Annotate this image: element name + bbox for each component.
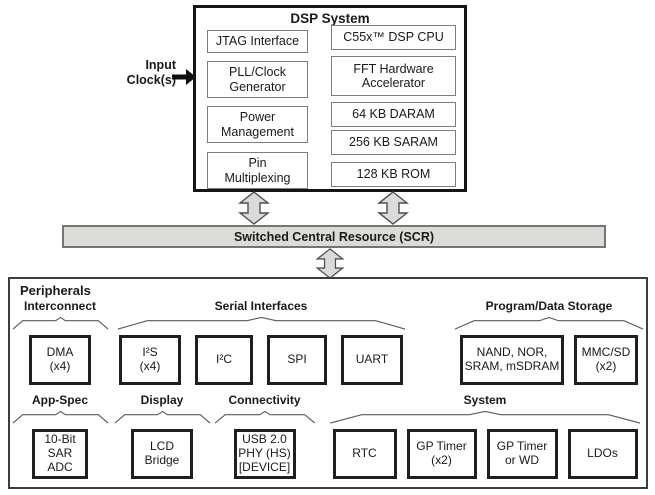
peripherals-title: Peripherals [20, 283, 91, 298]
brace-icon [453, 317, 645, 330]
dsp-left-column: JTAG Interface PLL/Clock Generator Power… [207, 8, 308, 189]
group-interconnect: Interconnect DMA (x4) [10, 299, 110, 385]
scr-label: Switched Central Resource (SCR) [233, 229, 435, 244]
group-system: System RTC GP Timer (x2) GP Timer or WD … [322, 393, 648, 479]
block-ldos: LDOs [567, 429, 638, 479]
block-uart: UART [341, 335, 403, 385]
bidirectional-arrow-icon [315, 248, 345, 279]
block-mmc-sd: MMC/SD (x2) [574, 335, 638, 385]
group-label-program-data-storage: Program/Data Storage [485, 299, 613, 313]
interconnect-blocks: DMA (x4) [29, 335, 91, 385]
block-dma: DMA (x4) [29, 335, 91, 385]
group-display: Display LCD Bridge [112, 393, 212, 479]
group-label-app-spec: App-Spec [31, 393, 88, 407]
block-pll-clock-generator: PLL/Clock Generator [207, 61, 308, 98]
scr-bar: Switched Central Resource (SCR) [62, 225, 606, 248]
dsp-system-title: DSP System [290, 11, 370, 26]
serial-interfaces-blocks: I²S (x4) I²C SPI UART [119, 335, 403, 385]
block-256kb-saram: 256 KB SARAM [331, 130, 456, 155]
group-label-interconnect: Interconnect [23, 299, 96, 313]
block-128kb-rom: 128 KB ROM [331, 162, 456, 187]
block-rtc: RTC [332, 429, 397, 479]
group-label-connectivity: Connectivity [228, 393, 301, 407]
group-program-data-storage: Program/Data Storage NAND, NOR, SRAM, mS… [450, 299, 648, 385]
display-blocks: LCD Bridge [131, 429, 193, 479]
dsp-system-box: DSP System JTAG Interface PLL/Clock Gene… [193, 5, 467, 192]
peripherals-box: Peripherals Interconnect DMA (x4) Serial… [8, 277, 648, 489]
bidirectional-arrow-icon [237, 191, 271, 225]
brace-icon [327, 411, 643, 424]
brace-icon [214, 411, 316, 424]
group-app-spec: App-Spec 10-Bit SAR ADC [10, 393, 110, 479]
group-connectivity: Connectivity USB 2.0 PHY (HS) [DEVICE] [212, 393, 317, 479]
dsp-right-column: C55x™ DSP CPU FFT Hardware Accelerator 6… [331, 8, 456, 189]
brace-icon [12, 317, 109, 330]
block-power-management: Power Management [207, 106, 308, 143]
brace-icon [115, 317, 408, 330]
group-label-system: System [463, 393, 507, 407]
block-sar-adc: 10-Bit SAR ADC [32, 429, 88, 479]
block-i2c: I²C [195, 335, 253, 385]
block-64kb-daram: 64 KB DARAM [331, 102, 456, 127]
block-spi: SPI [267, 335, 327, 385]
connectivity-blocks: USB 2.0 PHY (HS) [DEVICE] [233, 429, 296, 479]
input-clock-label: Input Clock(s) [126, 58, 176, 87]
group-label-serial-interfaces: Serial Interfaces [214, 299, 308, 313]
block-nand-nor-sram-msdram: NAND, NOR, SRAM, mSDRAM [460, 335, 564, 385]
block-i2s: I²S (x4) [119, 335, 181, 385]
input-arrow-icon [172, 69, 196, 85]
system-blocks: RTC GP Timer (x2) GP Timer or WD LDOs [332, 429, 638, 479]
block-jtag-interface: JTAG Interface [207, 30, 308, 53]
block-fft-hardware-accelerator: FFT Hardware Accelerator [331, 56, 456, 96]
brace-icon [12, 411, 109, 424]
bidirectional-arrow-icon [376, 191, 410, 225]
block-gp-timer-x2: GP Timer (x2) [406, 429, 477, 479]
program-data-storage-blocks: NAND, NOR, SRAM, mSDRAM MMC/SD (x2) [460, 335, 638, 385]
block-usb-phy: USB 2.0 PHY (HS) [DEVICE] [233, 429, 296, 479]
brace-icon [114, 411, 211, 424]
app-spec-blocks: 10-Bit SAR ADC [32, 429, 88, 479]
group-label-display: Display [140, 393, 184, 407]
block-pin-multiplexing: Pin Multiplexing [207, 152, 308, 189]
block-c55x-dsp-cpu: C55x™ DSP CPU [331, 25, 456, 50]
block-lcd-bridge: LCD Bridge [131, 429, 193, 479]
group-serial-interfaces: Serial Interfaces I²S (x4) I²C SPI UART [110, 299, 412, 385]
block-gp-timer-or-wd: GP Timer or WD [486, 429, 558, 479]
